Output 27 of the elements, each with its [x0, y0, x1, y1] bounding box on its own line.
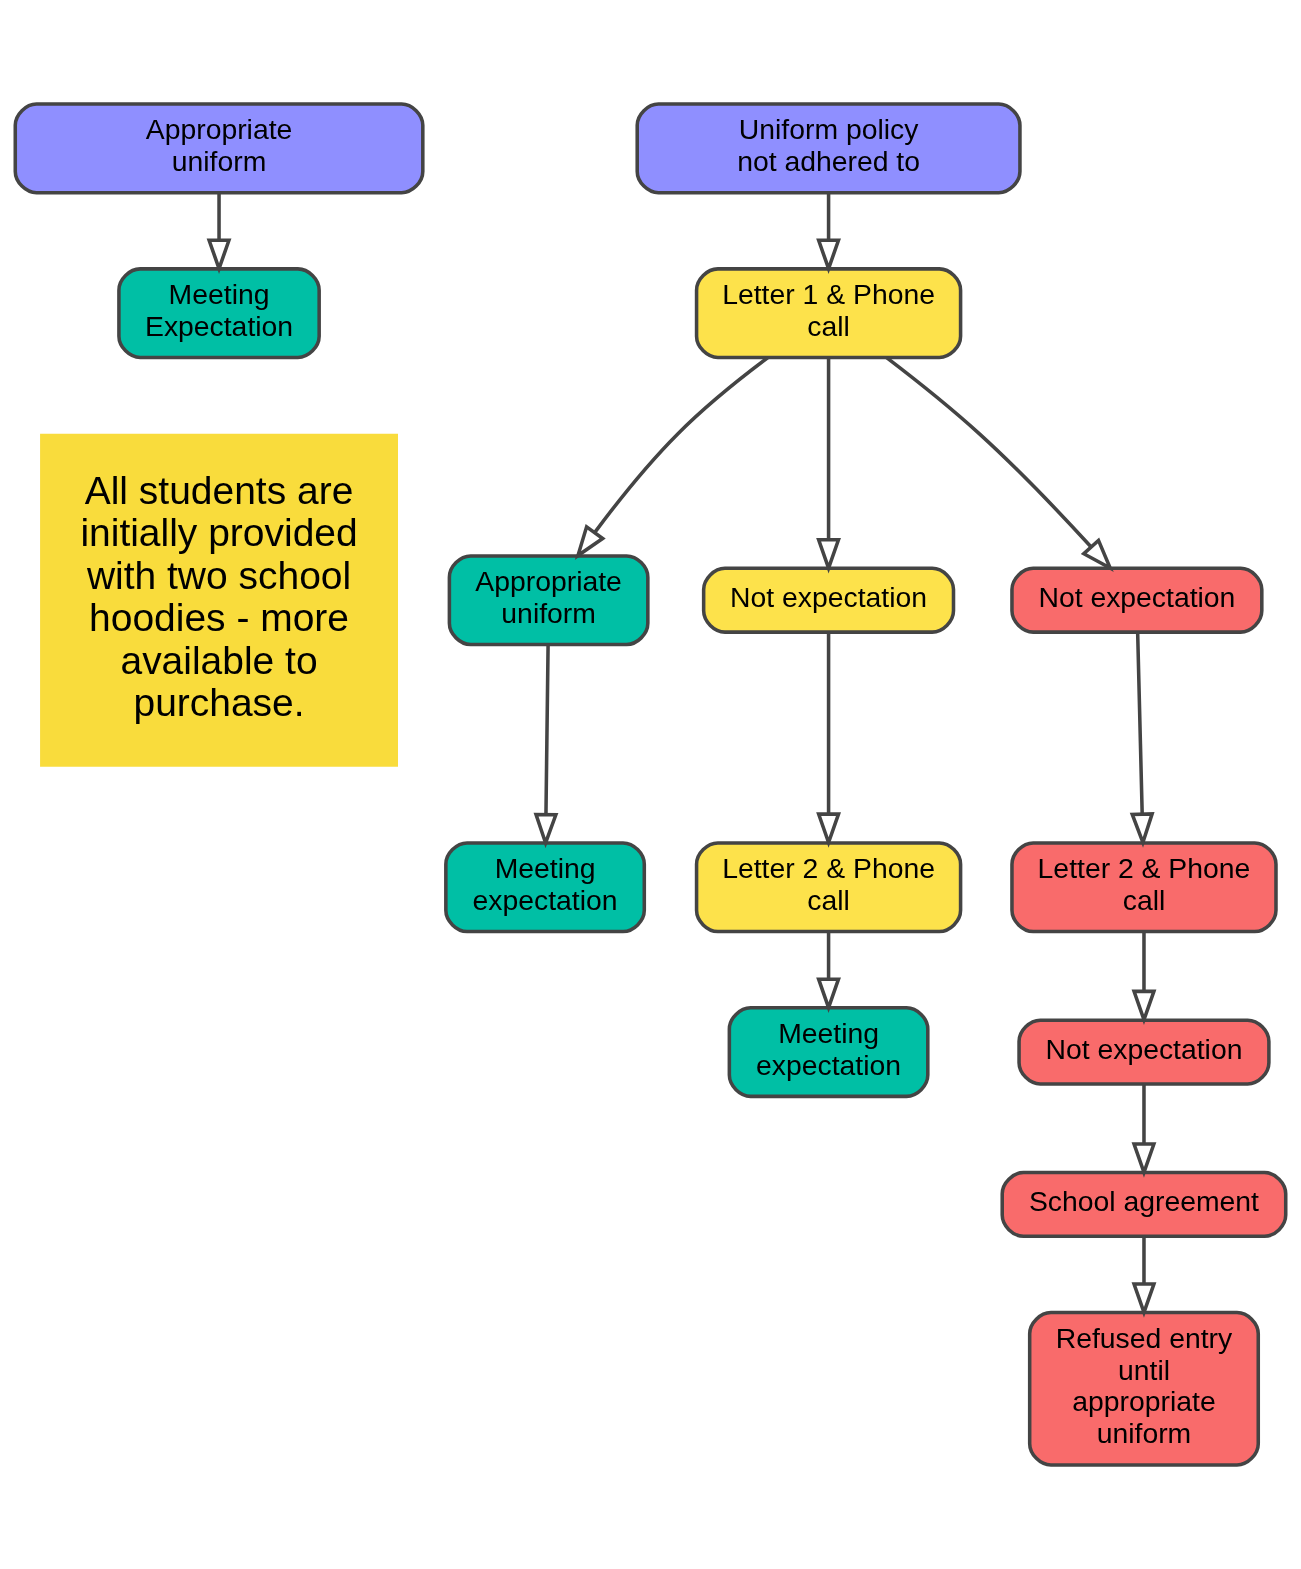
- arrow: [1131, 1236, 1157, 1318]
- node-box: Meeting expectation: [727, 1006, 930, 1099]
- node-box: School agreement: [1000, 1170, 1288, 1239]
- arrow: [206, 193, 232, 274]
- arrow: [1131, 1084, 1157, 1178]
- node-box: Letter 2 & Phone call: [694, 841, 963, 934]
- node-box: Letter 2 & Phone call: [1010, 841, 1278, 934]
- node-box: Appropriate uniform: [447, 554, 650, 647]
- arrow: [816, 932, 841, 1013]
- arrow: [1131, 932, 1157, 1026]
- node-box: Refused entry until appropriate uniform: [1027, 1310, 1261, 1467]
- node-box: Meeting expectation: [444, 841, 647, 934]
- node-box: Not expectation: [701, 566, 956, 634]
- node-box: Not expectation: [1017, 1018, 1271, 1086]
- node-box: Appropriate uniform: [13, 102, 425, 195]
- arrow: [816, 193, 841, 274]
- node-box: Meeting Expectation: [117, 267, 321, 360]
- node-box: Uniform policy not adhered to: [635, 102, 1022, 195]
- arrow: [1129, 632, 1155, 848]
- arrow: [885, 356, 1114, 573]
- arrow: [816, 632, 841, 848]
- arrow: [816, 358, 841, 574]
- node-box: All students are initially provided with two school hoodies - more available to purchase.: [40, 433, 398, 767]
- arrow: [533, 645, 559, 849]
- node-box: Not expectation: [1010, 566, 1264, 634]
- node-box: Letter 1 & Phone call: [694, 267, 963, 360]
- arrow: [574, 356, 769, 560]
